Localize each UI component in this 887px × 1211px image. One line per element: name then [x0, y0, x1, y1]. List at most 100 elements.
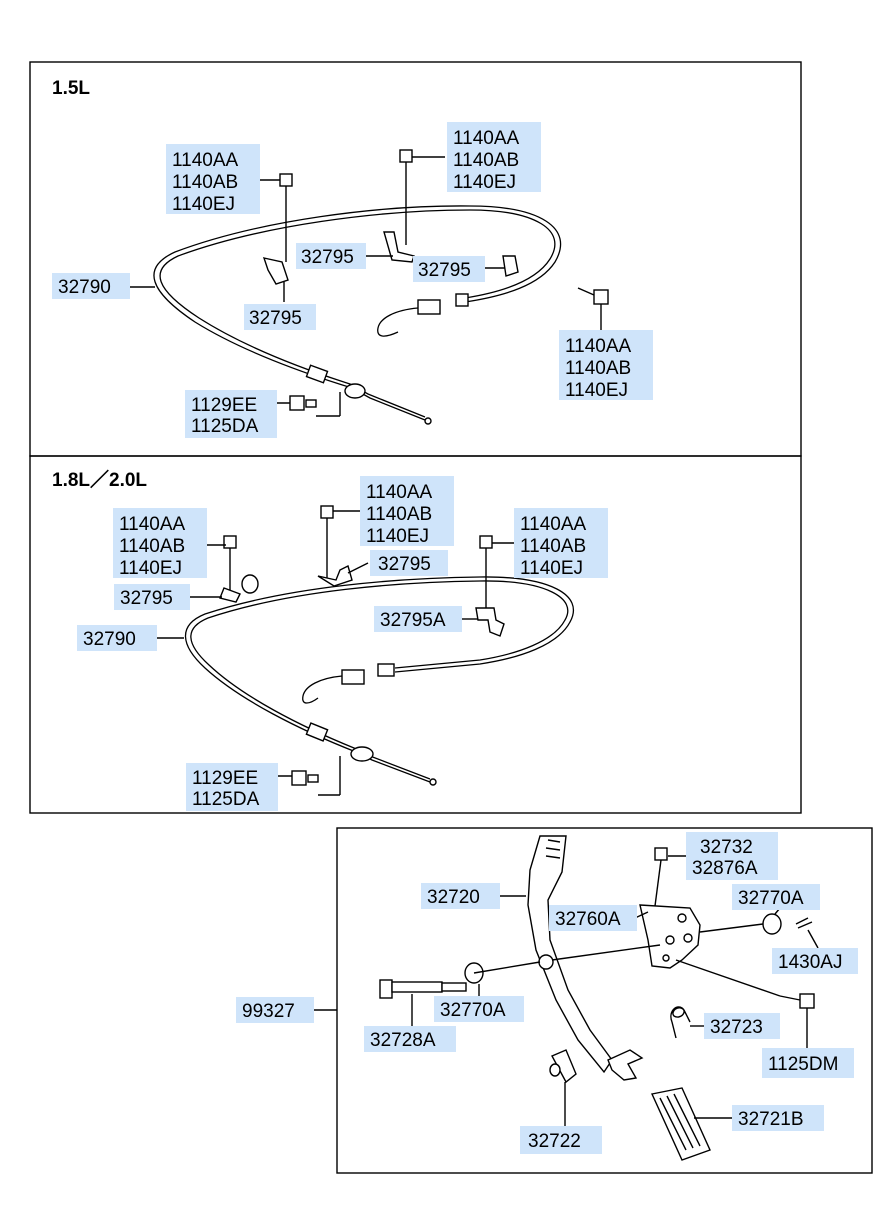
svg-text:1140AA: 1140AA	[366, 482, 433, 503]
upper-section-title: 1.5L	[52, 78, 90, 99]
svg-text:1140EJ: 1140EJ	[520, 558, 583, 579]
svg-text:32723: 32723	[710, 1017, 763, 1038]
pedal-bolt-callout: 1125DM	[762, 1048, 854, 1078]
svg-text:1125DM: 1125DM	[768, 1054, 838, 1075]
middle-section-title: 1.8L／2.0L	[52, 468, 147, 491]
upper-clamp-mid-callout: 32795	[296, 243, 366, 269]
svg-text:1140EJ: 1140EJ	[366, 526, 429, 547]
middle-clamp-left-callout: 32795	[114, 584, 190, 610]
svg-text:1140AA: 1140AA	[172, 150, 239, 171]
svg-text:32722: 32722	[528, 1131, 581, 1152]
middle-nut	[291, 770, 319, 786]
svg-text:99327: 99327	[242, 1001, 295, 1022]
svg-text:32790: 32790	[83, 629, 136, 650]
svg-text:32876A: 32876A	[692, 858, 758, 879]
svg-text:32760A: 32760A	[555, 909, 621, 930]
middle-clamp-a	[475, 607, 505, 637]
pedal-pad-callout: 32721B	[732, 1105, 824, 1131]
upper-clamp-mid	[383, 231, 415, 263]
pedal-bushing-left-callout: 32770A	[434, 996, 524, 1022]
pedal-assembly-callout: 99327	[236, 997, 314, 1023]
svg-text:1125DA: 1125DA	[192, 789, 260, 810]
pedal-shaft-bolt	[379, 979, 467, 999]
middle-bolt-left	[223, 535, 237, 592]
upper-bolt-top-callout: 1140AA 1140AB 1140EJ	[447, 122, 541, 193]
svg-text:1129EE: 1129EE	[192, 768, 258, 789]
svg-text:1140EJ: 1140EJ	[119, 558, 182, 579]
svg-text:32728A: 32728A	[370, 1030, 436, 1051]
middle-clamp-mid	[317, 564, 353, 587]
svg-text:32795: 32795	[301, 247, 354, 268]
upper-clamp-left-callout: 32795	[244, 304, 316, 330]
svg-text:1140AB: 1140AB	[453, 150, 519, 171]
pedal-bushing-right	[762, 913, 782, 935]
svg-text:1140AA: 1140AA	[119, 514, 186, 535]
upper-nut-callout: 1129EE 1125DA	[185, 390, 277, 438]
svg-text:32795A: 32795A	[380, 610, 446, 631]
middle-bolt-mid	[320, 505, 334, 580]
middle-nut-callout: 1129EE 1125DA	[186, 763, 278, 811]
svg-text:1140EJ: 1140EJ	[172, 194, 235, 215]
svg-text:1140AB: 1140AB	[119, 536, 185, 557]
middle-bolt-right	[479, 535, 493, 612]
svg-text:1129EE: 1129EE	[191, 395, 257, 416]
middle-clamp-mid-callout: 32795	[370, 550, 448, 576]
svg-text:32790: 32790	[58, 277, 111, 298]
svg-text:32720: 32720	[427, 887, 480, 908]
upper-nut	[289, 395, 317, 411]
middle-clamp-left	[219, 574, 259, 603]
pedal-bushing-right-callout: 32770A	[732, 884, 820, 910]
pedal-bolt	[779, 993, 815, 1009]
svg-text:1140AB: 1140AB	[172, 172, 238, 193]
middle-clamp-a-callout: 32795A	[374, 606, 462, 632]
pedal-pin	[795, 917, 813, 929]
svg-text:1140AA: 1140AA	[520, 514, 587, 535]
pedal-screw	[654, 847, 668, 907]
pedal-screw-callout: 32732 32876A	[686, 832, 778, 880]
pedal-spring-callout: 32723	[704, 1013, 780, 1039]
svg-text:32770A: 32770A	[440, 1000, 506, 1021]
pedal-bracket	[639, 904, 701, 969]
svg-text:32795: 32795	[418, 260, 471, 281]
svg-text:1125DA: 1125DA	[191, 416, 259, 437]
svg-text:1140EJ: 1140EJ	[565, 380, 628, 401]
svg-text:1140AA: 1140AA	[565, 336, 632, 357]
upper-cable-callout: 32790	[52, 273, 130, 299]
upper-accelerator-cable	[153, 205, 562, 425]
upper-bolt-right-callout: 1140AA 1140AB 1140EJ	[559, 330, 653, 401]
svg-text:1430AJ: 1430AJ	[778, 952, 842, 973]
pedal-stopper	[549, 1049, 577, 1084]
svg-text:1140AB: 1140AB	[366, 504, 432, 525]
middle-bolt-right-callout: 1140AA 1140AB 1140EJ	[514, 508, 608, 579]
upper-clamp-right-callout: 32795	[413, 256, 485, 282]
upper-bolt-left	[279, 173, 293, 262]
upper-clamp-right	[502, 255, 519, 277]
middle-bolt-mid-callout: 1140AA 1140AB 1140EJ	[360, 476, 454, 547]
svg-text:32795: 32795	[249, 308, 302, 329]
pedal-pad	[650, 1087, 711, 1161]
pedal-arm-callout: 32720	[421, 883, 500, 909]
pedal-bracket-callout: 32760A	[549, 905, 637, 931]
svg-text:32721B: 32721B	[738, 1109, 804, 1130]
upper-bolt-top	[399, 149, 413, 245]
svg-text:32795: 32795	[378, 554, 431, 575]
svg-text:1140AB: 1140AB	[565, 358, 631, 379]
upper-bolt-right	[577, 287, 609, 305]
upper-clamp-left	[262, 257, 289, 285]
upper-bolt-left-callout: 1140AA 1140AB 1140EJ	[166, 144, 260, 215]
middle-cable-callout: 32790	[77, 625, 157, 651]
middle-accelerator-cable	[184, 576, 575, 786]
svg-text:1140EJ: 1140EJ	[453, 172, 516, 193]
svg-text:32770A: 32770A	[738, 888, 804, 909]
pedal-stopper-callout: 32722	[520, 1126, 602, 1154]
svg-text:1140AA: 1140AA	[453, 128, 520, 149]
svg-text:32795: 32795	[120, 588, 173, 609]
pedal-shaft-bolt-callout: 32728A	[364, 1026, 456, 1052]
pedal-pin-callout: 1430AJ	[772, 948, 858, 974]
pedal-spring	[670, 1006, 691, 1039]
svg-text:1140AB: 1140AB	[520, 536, 586, 557]
svg-text:32732: 32732	[700, 837, 753, 858]
middle-bolt-left-callout: 1140AA 1140AB 1140EJ	[113, 508, 207, 579]
middle-section-frame	[29, 455, 802, 814]
